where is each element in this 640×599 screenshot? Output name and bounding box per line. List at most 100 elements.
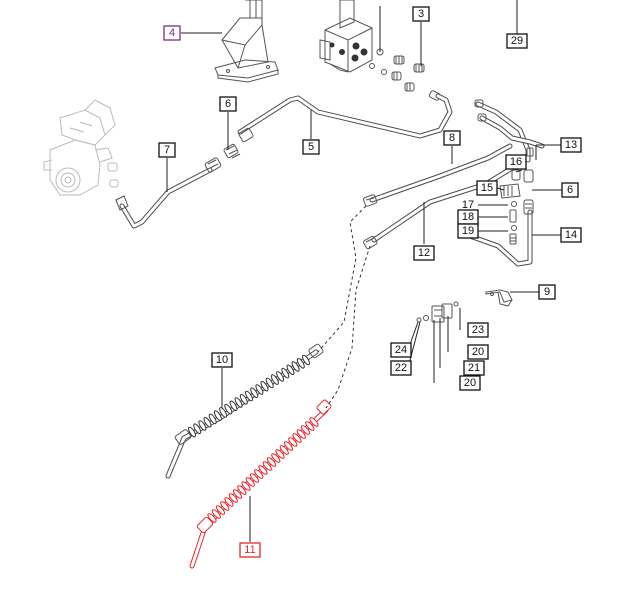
callout-4[interactable]: 4 — [163, 25, 181, 41]
callout-10[interactable]: 10 — [211, 352, 233, 368]
svg-text:20: 20 — [464, 377, 476, 389]
callout-labels: 4 3 29 6 7 5 8 13 — [158, 6, 582, 558]
svg-text:20: 20 — [472, 346, 484, 358]
callout-6-right[interactable]: 6 — [561, 182, 579, 198]
svg-text:19: 19 — [462, 225, 474, 237]
coil-ring — [211, 509, 221, 519]
steering-gear-ghost — [43, 99, 119, 196]
callout-3[interactable]: 3 — [412, 6, 430, 22]
hose-10 — [165, 343, 324, 479]
fitting-cluster — [499, 169, 521, 245]
callout-20-lower[interactable]: 20 — [459, 375, 481, 391]
svg-text:13: 13 — [565, 139, 577, 151]
coil-ring — [288, 437, 298, 447]
coil-ring — [305, 421, 315, 431]
coil-ring — [215, 505, 226, 515]
leader-lines — [166, 0, 562, 542]
pipe-5 — [237, 93, 453, 139]
bracket-9 — [485, 289, 513, 307]
callout-6-left[interactable]: 6 — [219, 96, 237, 112]
svg-text:3: 3 — [418, 8, 424, 20]
coil-ring — [237, 485, 247, 495]
callout-9[interactable]: 9 — [538, 284, 556, 300]
coil-ring — [228, 493, 238, 503]
coil-ring — [309, 417, 319, 427]
coil-ring — [296, 429, 306, 439]
coil-ring — [254, 469, 264, 479]
steering-valve-unit — [319, 0, 373, 73]
callout-21[interactable]: 21 — [463, 360, 485, 376]
steering-column-bracket — [214, 0, 279, 83]
callout-16[interactable]: 16 — [505, 154, 527, 170]
svg-text:22: 22 — [395, 362, 407, 374]
valve-block-parts — [416, 301, 459, 323]
callout-8[interactable]: 8 — [443, 130, 461, 146]
coil-ring — [241, 481, 251, 491]
callout-12[interactable]: 12 — [413, 245, 435, 261]
coil-ring — [258, 465, 268, 475]
coil-ring — [260, 380, 269, 392]
coil-ring — [207, 513, 217, 523]
callout-15[interactable]: 15 — [476, 180, 498, 196]
svg-text:24: 24 — [395, 344, 407, 356]
coil-ring — [291, 361, 300, 372]
svg-text:5: 5 — [308, 141, 314, 153]
coil-ring — [220, 501, 230, 511]
coil-ring — [208, 413, 217, 425]
svg-text:10: 10 — [216, 354, 228, 366]
pipes-8-12 — [363, 143, 515, 250]
svg-text:14: 14 — [565, 229, 577, 241]
svg-text:18: 18 — [462, 211, 474, 223]
callout-20-upper[interactable]: 20 — [467, 344, 489, 360]
coil-ring — [213, 410, 222, 421]
coil-ring — [229, 400, 238, 412]
svg-text:16: 16 — [510, 156, 522, 168]
coil-ring — [245, 477, 255, 487]
callout-22[interactable]: 22 — [390, 360, 412, 376]
coil-ring — [224, 497, 234, 507]
callout-11[interactable]: 11 — [239, 542, 261, 558]
svg-text:9: 9 — [544, 286, 550, 298]
callout-23[interactable]: 23 — [467, 322, 489, 338]
coil-ring — [276, 371, 285, 382]
svg-text:7: 7 — [164, 144, 170, 156]
coil-ring — [279, 445, 289, 455]
hose-10-coils — [188, 354, 310, 438]
coil-ring — [292, 433, 302, 443]
coil-ring — [270, 374, 279, 385]
callout-29[interactable]: 29 — [506, 33, 528, 49]
hose-11-coils — [207, 417, 319, 523]
svg-text:6: 6 — [567, 184, 573, 196]
coil-ring — [224, 403, 233, 415]
coil-ring — [266, 457, 277, 467]
pipes-13-14 — [467, 99, 545, 267]
coil-ring — [188, 426, 196, 438]
coil-ring — [300, 425, 311, 435]
svg-text:6: 6 — [225, 98, 231, 110]
callout-13[interactable]: 13 — [560, 137, 582, 153]
coil-ring — [219, 407, 228, 418]
svg-text:11: 11 — [244, 544, 255, 556]
svg-text:15: 15 — [481, 182, 493, 194]
svg-text:4: 4 — [169, 27, 175, 39]
coil-ring — [302, 354, 310, 366]
callout-17[interactable]: 17 — [462, 199, 474, 211]
svg-text:29: 29 — [511, 35, 523, 47]
coil-ring — [250, 387, 259, 398]
callout-19[interactable]: 19 — [457, 223, 479, 239]
callout-18[interactable]: 18 — [457, 209, 479, 225]
coil-ring — [255, 384, 264, 395]
callout-7[interactable]: 7 — [158, 142, 176, 158]
callout-5[interactable]: 5 — [302, 139, 320, 155]
coil-ring — [283, 441, 294, 451]
coil-ring — [239, 394, 248, 405]
callout-24[interactable]: 24 — [390, 342, 412, 358]
coil-ring — [281, 367, 290, 379]
svg-text:23: 23 — [472, 324, 484, 336]
dashed-routing — [317, 205, 371, 409]
svg-text:12: 12 — [418, 247, 430, 259]
callout-14[interactable]: 14 — [560, 227, 582, 243]
coil-ring — [245, 390, 253, 402]
coil-ring — [232, 489, 243, 499]
